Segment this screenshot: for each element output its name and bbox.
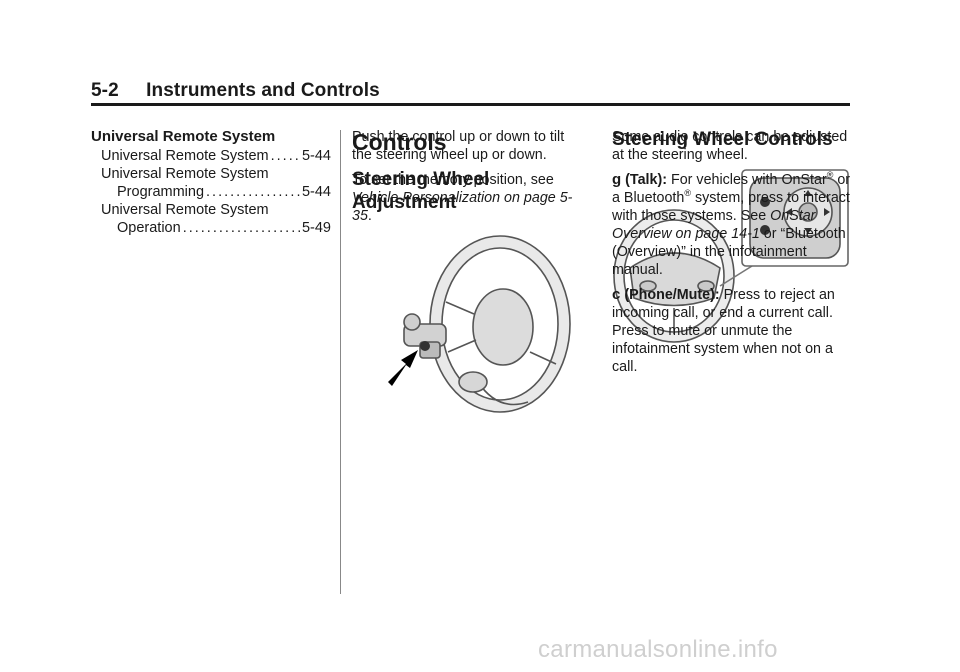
toc-entry[interactable]: Programming 5-44 [91,183,331,201]
phone-text: Press to reject an incoming call, or end… [612,287,835,375]
talk-text: or a Bluetooth [612,172,851,206]
phone-icon: c [612,286,621,303]
registered-mark: ® [684,188,691,199]
toc-entry-label: Universal Remote System [101,166,269,182]
talk-button-icon [760,197,770,207]
toc-entry[interactable]: Universal Remote System 5-44 [91,147,331,165]
toc-entry-page: 5-49 [301,220,331,236]
pointer-arrow-icon [388,350,418,386]
toc-entry[interactable]: Operation 5-49 [91,219,331,237]
toc-entry-line1[interactable]: Universal Remote System [91,165,331,183]
phone-label: (Phone/Mute): [624,287,720,303]
toc-entry-label: Operation [117,220,181,236]
phone-button-icon [760,225,770,235]
talk-text: or “Bluetooth (Overview)” in the infotai… [612,226,846,278]
onstar-overview-link[interactable]: OnStar Overview on page 14-1 [612,208,816,242]
toc-entry-label: Programming [117,184,205,200]
page-header: 5-2 Instruments and Controls [91,80,380,102]
right-arrow-icon [824,208,830,216]
toc-leader [181,219,300,237]
steering-wheel-adjustment-illustration [388,235,571,413]
wheel-controls-text: Some audio controls can be adjusted at t… [612,128,852,383]
left-arrow-icon [786,208,792,216]
chapter-title: Instruments and Controls [146,80,380,101]
toc-entry-label: Universal Remote System [101,202,269,218]
header-rule [91,103,850,106]
adjustment-text: Push the control up or down to tilt the … [352,128,582,232]
memory-text: To set the memory position, see [352,172,554,188]
adjustment-heading-line2: Adjustment [352,192,457,213]
adjustment-paragraph: Push the control up or down to tilt the … [352,129,565,163]
wheel-controls-heading: Steering Wheel Controls [612,129,833,150]
section-title: Controls [352,129,447,155]
toc-entry-page: 5-44 [301,148,331,164]
toc-section: Universal Remote System Universal Remote… [91,128,331,237]
talk-paragraph: g(Talk): For vehicles with OnStar® or a … [612,171,852,279]
talk-text: For vehicles with OnStar [671,172,827,188]
toc-leader [269,147,300,165]
adjustment-heading-line1: Steering Wheel [352,169,490,190]
column-divider [340,130,341,594]
steering-wheel-controls-illustration [613,169,849,343]
up-arrow-icon [804,190,812,196]
tilt-control [420,341,430,351]
watermark: carmanualsonline.info [538,636,778,663]
intro-paragraph: Some audio controls can be adjusted at t… [612,129,848,163]
talk-label: (Talk): [625,172,668,188]
toc-heading: Universal Remote System [91,128,276,145]
toc-entry-label: Universal Remote System [101,148,269,164]
phone-paragraph: c(Phone/Mute): Press to reject an incomi… [612,286,852,376]
toc-leader [204,183,300,201]
adjustment-heading: Steering Wheel Adjustment [352,168,582,214]
toc-entry-line1[interactable]: Universal Remote System [91,201,331,219]
controls-section: Controls Steering Wheel Adjustment [352,128,582,214]
down-arrow-icon [804,228,812,234]
talk-icon: g [612,171,622,188]
page-number: 5-2 [91,80,119,101]
registered-mark: ® [826,170,834,181]
toc-entry-page: 5-44 [301,184,331,200]
memory-text-end: . [367,208,372,224]
vehicle-personalization-link[interactable]: Vehicle Personalization on page 5-35 [352,190,573,224]
talk-text: system, press to interact with those sys… [612,190,850,224]
memory-paragraph: To set the memory position, see Vehicle … [352,171,582,225]
